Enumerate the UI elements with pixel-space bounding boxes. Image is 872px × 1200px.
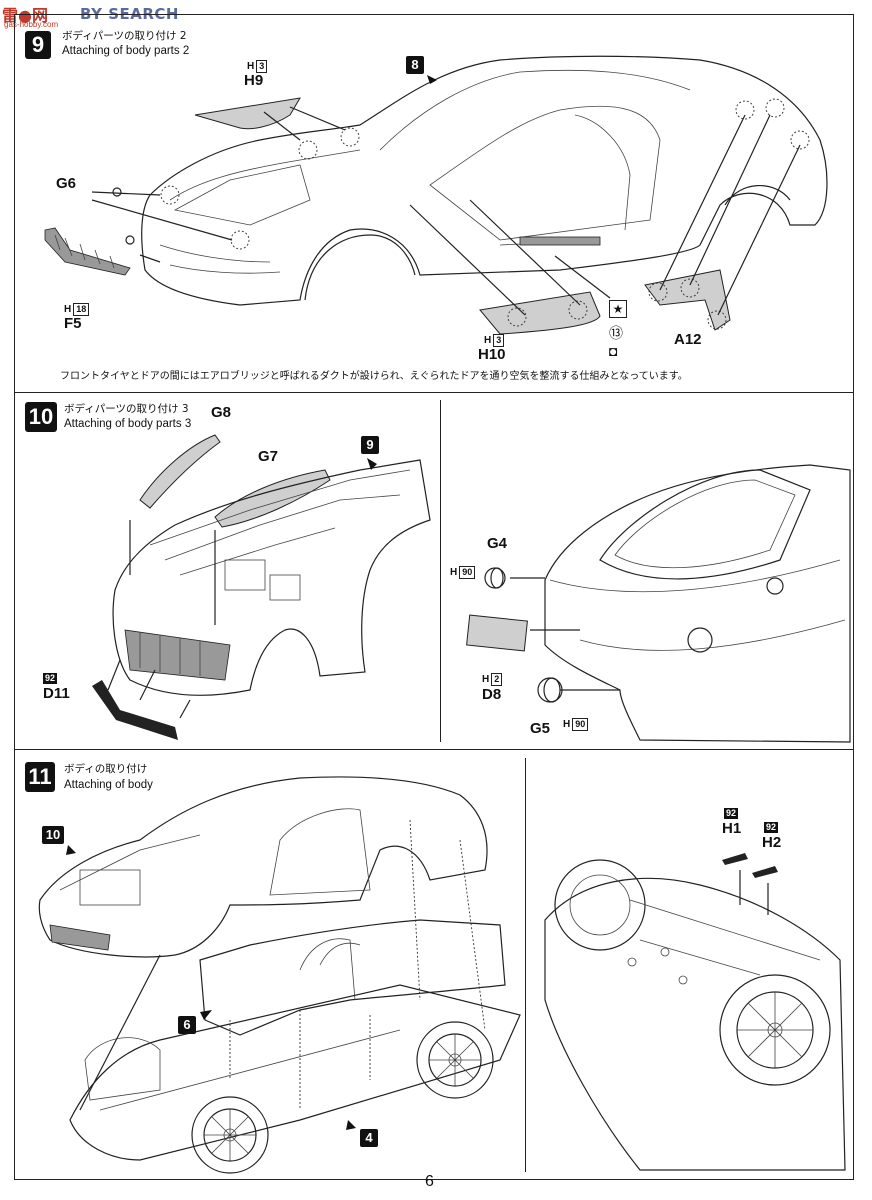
step11-part-h2: H2 [762, 834, 782, 851]
step9-title-jp: ボディパーツの取り付け 2 [62, 30, 187, 42]
step10-number: 10 [25, 402, 57, 432]
step11-part-h1: H1 [722, 820, 742, 837]
step9-part-h10: H10 [478, 346, 506, 363]
step10-part-g7: G7 [258, 448, 279, 465]
watermark-logo: 雷●网 [2, 6, 48, 25]
paint-mark-star: ★ [609, 300, 627, 318]
step10-g4-qty-box: 90 [459, 566, 476, 579]
paint-mark-pattern: ◘ [609, 343, 618, 359]
step9-number: 9 [25, 31, 51, 59]
step10-front-drawing [92, 434, 851, 743]
step10-part-g5: G5 [530, 720, 551, 737]
step10-d8-qty-box: 2 [491, 673, 503, 686]
step9-h10-qty-box: 3 [493, 334, 505, 347]
step10-part-d11: D11 [43, 685, 70, 702]
step11-ref-step4: 4 [360, 1129, 378, 1147]
step10-g5-qty-box: 90 [572, 718, 589, 731]
step10-ref-step9: 9 [361, 436, 379, 454]
step10-title-jp: ボディパーツの取り付け 3 [64, 403, 189, 415]
step11-title-en: Attaching of body [64, 779, 153, 791]
step9-h9-qty-box: 3 [256, 60, 268, 73]
step10-part-g8: G8 [211, 404, 232, 421]
step11-h2-badge: 92 [764, 822, 779, 833]
step9-note: フロントタイヤとドアの間にはエアロブリッジと呼ばれるダクトが設けられ、えぐられた… [60, 371, 688, 382]
step10-title-en: Attaching of body parts 3 [64, 418, 192, 430]
step11-number: 11 [25, 762, 55, 792]
page-number: 6 [425, 1173, 434, 1190]
step10-d11-badge: 92 [43, 673, 58, 684]
step11-ref-step6: 6 [178, 1016, 196, 1034]
step9-part-h9: H9 [244, 72, 264, 89]
step10-part-d8: D8 [482, 686, 502, 703]
step9-part-a12: A12 [674, 331, 702, 348]
step9-ref-step8: 8 [406, 56, 424, 74]
step11-title-jp: ボディの取り付け [64, 763, 148, 775]
step11-h1-badge: 92 [724, 808, 739, 819]
paint-mark-13: ⑬ [609, 325, 623, 341]
step9-f5-qty-box: 18 [73, 303, 90, 316]
step11-divider [525, 758, 526, 1172]
step11-panel [14, 749, 854, 1180]
step9-part-g6: G6 [56, 175, 77, 192]
step9-part-f5: F5 [64, 315, 82, 332]
step11-ref-step10: 10 [42, 826, 64, 844]
step10-divider [440, 400, 441, 742]
step9-title-en: Attaching of body parts 2 [62, 45, 190, 57]
step10-part-g4: G4 [487, 535, 508, 552]
step9-body-drawing [44, 55, 828, 335]
watermark-url: gas-hobby.com [4, 20, 59, 29]
